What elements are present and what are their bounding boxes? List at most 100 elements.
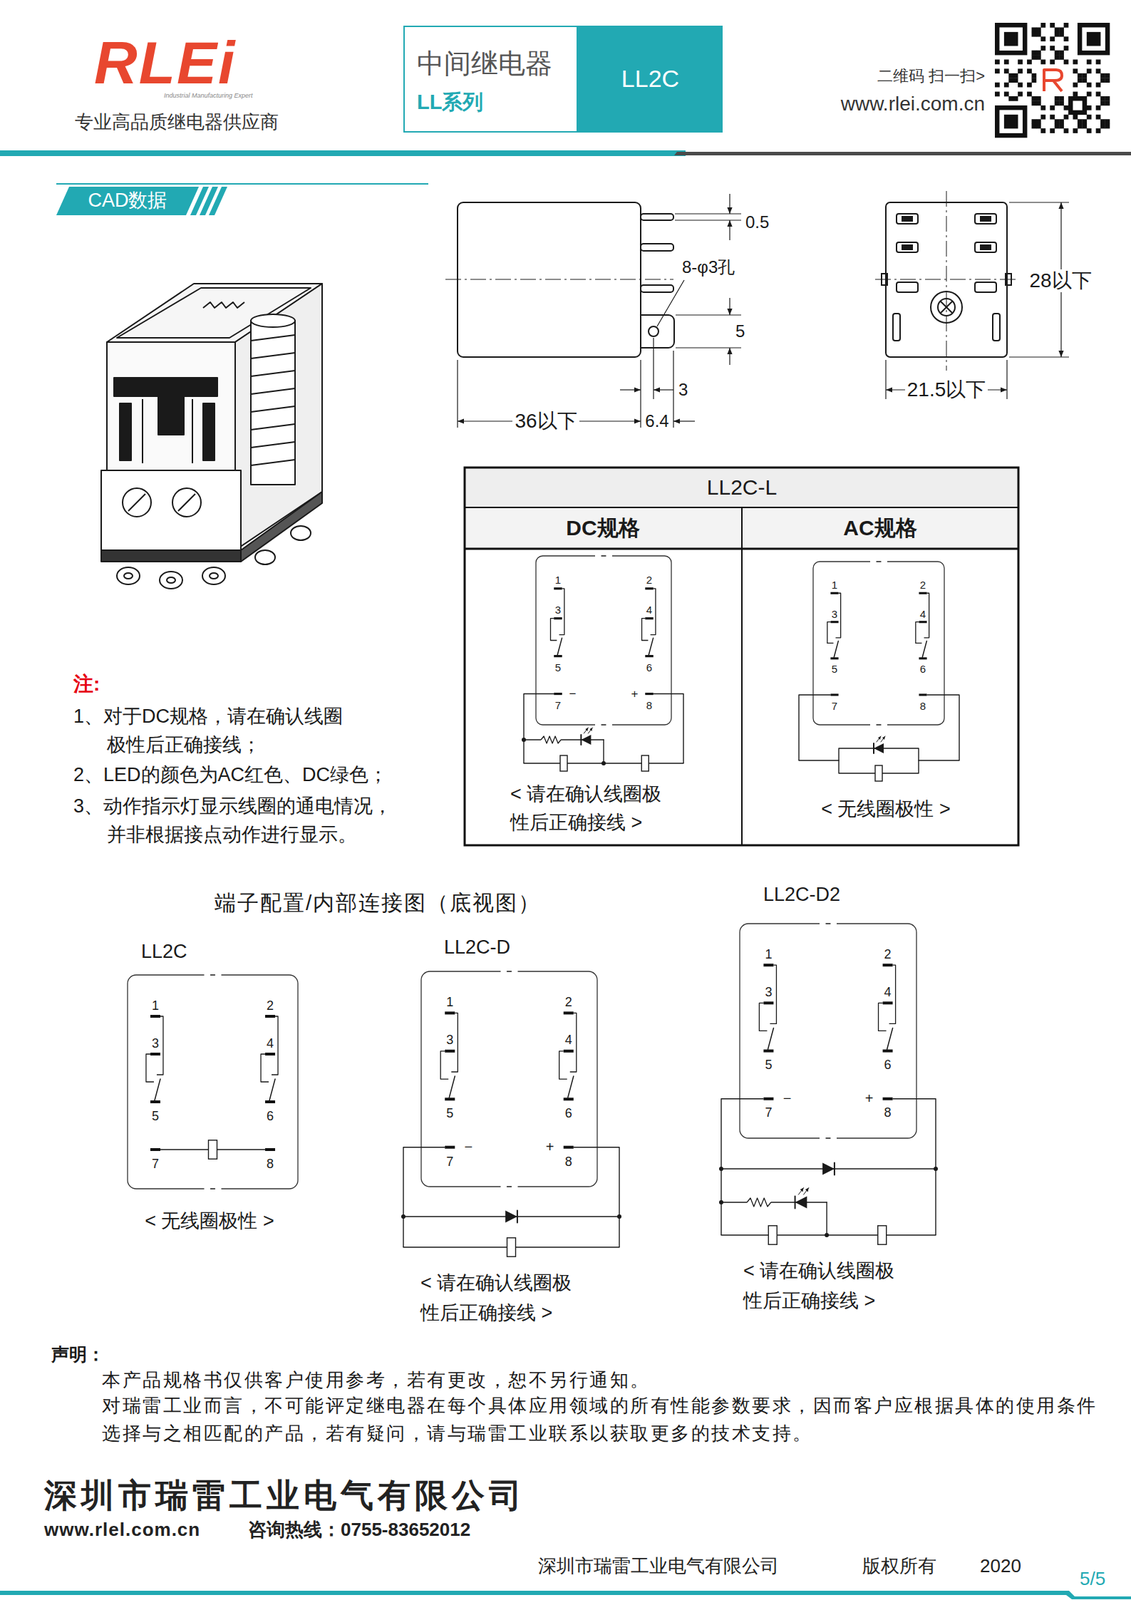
terminal-pad [830,657,839,660]
relay-illustration [250,441,296,448]
junction-dot [933,1166,938,1171]
relay-illustration [250,352,296,359]
terminal-number: 1 [764,947,772,963]
qr-code [1086,128,1092,134]
relay-illustration [290,525,311,541]
qr-code [1036,100,1042,106]
side-view-drawing [674,219,742,221]
terminal-outline [204,1188,222,1191]
contact-nc [878,1002,887,1031]
terminal-number: 3 [555,603,561,616]
terminal-pad [763,1097,774,1101]
junction-dot [521,737,526,742]
qr-code [1086,32,1102,47]
terminal-outline [535,555,672,725]
bottom-view-drawing [902,216,913,221]
led-symbol [873,743,875,754]
qr-code [1100,77,1106,83]
contact-blade [922,640,927,658]
diode-symbol [833,1163,836,1176]
center-mark [601,555,606,556]
relay-illustration [101,470,241,551]
qr-code [1100,119,1106,125]
terminal-number: 6 [884,1057,892,1073]
qr-code [1081,73,1087,79]
bottom-view-drawing [974,282,997,293]
hotline: 咨询热线：0755-83652012 [248,1519,471,1541]
qr-code [1017,59,1023,65]
led-symbol [803,1188,809,1196]
terminal-number: 6 [565,1106,573,1122]
qr-code [1013,96,1019,102]
terminal-outline [819,922,837,926]
terminal-number: 7 [555,699,561,712]
dimension: 0.5 [745,212,769,233]
terminal-number: 4 [920,607,926,621]
terminal-number: 2 [884,947,892,963]
header-rule [674,151,1131,156]
terminal-pad [830,592,839,595]
qr-code [1086,114,1092,120]
terminal-pad [444,1145,455,1149]
relay-illustration [128,493,146,511]
terminal-number: 1 [151,998,159,1014]
terminal-number: 8 [646,699,653,712]
qr-code [1086,91,1092,97]
spec-table [464,467,1019,846]
center-mark [507,1185,512,1187]
side-view-drawing [657,280,685,327]
terminal-pad [830,620,839,623]
qr-code [1096,105,1102,111]
terminal-pad [644,587,653,590]
qr-code [1054,54,1060,60]
contact-blade [767,1027,774,1050]
terminal-pad [265,1100,276,1104]
terminal-pad [553,587,562,590]
qr-code [1004,59,1010,65]
qr-code [1036,32,1042,38]
polarity-sign: − [783,1090,792,1107]
terminal-outline [501,1185,519,1189]
contact-blade [269,1078,276,1101]
qr-code [1096,128,1102,134]
coil-wire [523,762,684,764]
table-header: DC规格 [565,515,640,541]
relay-illustration [122,488,152,517]
junction-dot [719,1166,724,1171]
terminal-number: 1 [555,573,561,586]
qr-code [1081,119,1087,125]
qr-code [1004,91,1010,97]
side-view-drawing [675,314,742,315]
coil-symbol [208,1140,218,1159]
center-mark [876,724,881,725]
junction-dot [401,1214,406,1219]
contact-nc [260,1054,269,1082]
qr-code [1013,77,1019,83]
led-wire [523,739,604,740]
terminal-number: 3 [831,607,838,621]
relay-illustration [172,488,201,517]
qr-code [1064,36,1069,42]
qr-code [1059,50,1065,56]
led-symbol [795,1196,808,1209]
led-symbol [589,727,593,732]
terminal-number: 8 [920,699,926,712]
terminal-pad [150,1100,161,1104]
qr-code [1008,73,1014,79]
terminal-outline [595,724,613,727]
company-name: 深圳市瑞雷工业电气有限公司 [44,1476,526,1515]
led-symbol [882,736,886,740]
relay-illustration [250,406,296,412]
side-view-drawing [456,359,458,428]
note-heading: 注: [73,672,100,696]
contact-nc [146,1054,154,1082]
contact-nc [827,622,834,644]
terminal-pad [265,1148,276,1151]
side-view-drawing [640,243,674,251]
dimension: 36以下 [512,409,579,433]
terminal-pad [830,693,839,696]
terminal-pad [644,654,653,658]
led-symbol [878,736,881,740]
junction-dot [719,1200,724,1205]
